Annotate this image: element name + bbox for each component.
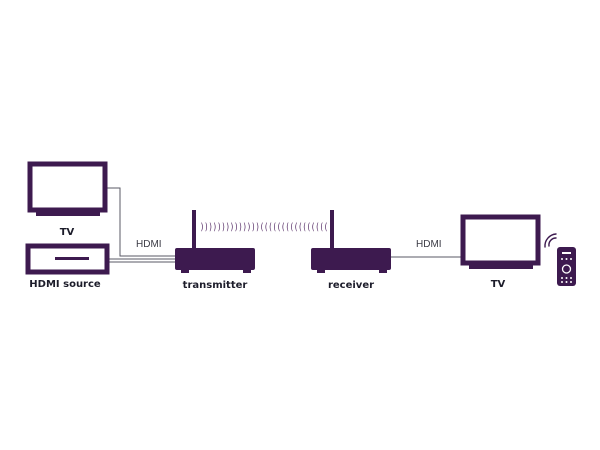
cable-label-left: HDMI [136, 239, 162, 250]
remote-signal-icon [544, 233, 557, 248]
transmitter-icon [175, 210, 255, 273]
cable-tv-to-transmitter [106, 187, 176, 257]
cables [106, 187, 462, 263]
transmitter-label: transmitter [183, 280, 248, 291]
wireless-signal-icon: ))))))))))))))(((((((((((((((( [200, 222, 328, 233]
receiver-icon [311, 210, 391, 273]
hdmi-source-label: HDMI source [29, 279, 101, 290]
tv-left-label: TV [60, 227, 75, 238]
cable-label-right: HDMI [416, 239, 442, 250]
remote-control-icon [557, 247, 576, 286]
hdmi-source-icon [25, 243, 110, 275]
receiver-label: receiver [328, 280, 374, 291]
tv-right-icon [460, 214, 541, 269]
tv-left-icon [27, 161, 108, 216]
tv-right-label: TV [491, 279, 506, 290]
